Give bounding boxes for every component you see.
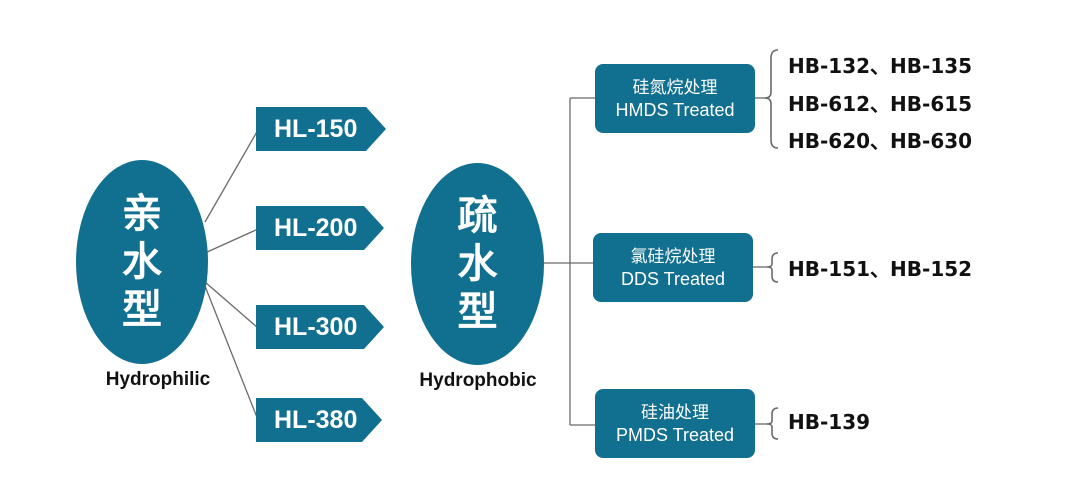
connector-hl-300 <box>204 281 259 329</box>
hydrophilic-caption: Hydrophilic <box>105 369 211 390</box>
treatment-zh-hmds: 硅氮烷处理 <box>632 77 718 98</box>
model-hmds-2: HB-612、HB-615 <box>788 92 973 116</box>
grade-tag-hl-300: HL-300 <box>256 305 384 349</box>
model-hmds-3: HB-620、HB-630 <box>788 129 973 153</box>
bracket-hmds <box>764 49 779 149</box>
treatment-zh-dds: 氯硅烷处理 <box>630 246 716 267</box>
grade-tag-hl-380: HL-380 <box>256 398 382 442</box>
grade-tag-hl-200: HL-200 <box>256 206 384 250</box>
hydrophobic-caption: Hydrophobic <box>419 370 537 391</box>
connector-hl-200 <box>204 228 259 254</box>
treatment-box-hmds: 硅氮烷处理 HMDS Treated <box>595 64 755 133</box>
treatment-zh-pmds: 硅油处理 <box>641 402 709 423</box>
hydrophilic-ellipse: 亲水型 <box>76 160 208 364</box>
bracket-pmds <box>766 407 779 440</box>
treatment-en-dds: DDS Treated <box>620 268 726 289</box>
treatment-en-pmds: PMDS Treated <box>615 424 735 445</box>
hydrophilic-title: 亲水型 <box>122 191 162 333</box>
hydrophobic-ellipse: 疏水型 <box>411 163 544 365</box>
connector-hl-150 <box>204 129 259 223</box>
bracket-dds <box>766 252 779 283</box>
model-pmds-1: HB-139 <box>788 410 871 434</box>
treatment-box-dds: 氯硅烷处理 DDS Treated <box>593 233 753 302</box>
grade-tag-hl-150: HL-150 <box>256 107 386 151</box>
treatment-box-pmds: 硅油处理 PMDS Treated <box>595 389 755 458</box>
treatment-en-hmds: HMDS Treated <box>615 99 735 120</box>
model-hmds-1: HB-132、HB-135 <box>788 54 973 78</box>
hydrophobic-title: 疏水型 <box>457 193 498 335</box>
connector-hl-380 <box>204 285 259 421</box>
model-dds-1: HB-151、HB-152 <box>788 257 973 281</box>
